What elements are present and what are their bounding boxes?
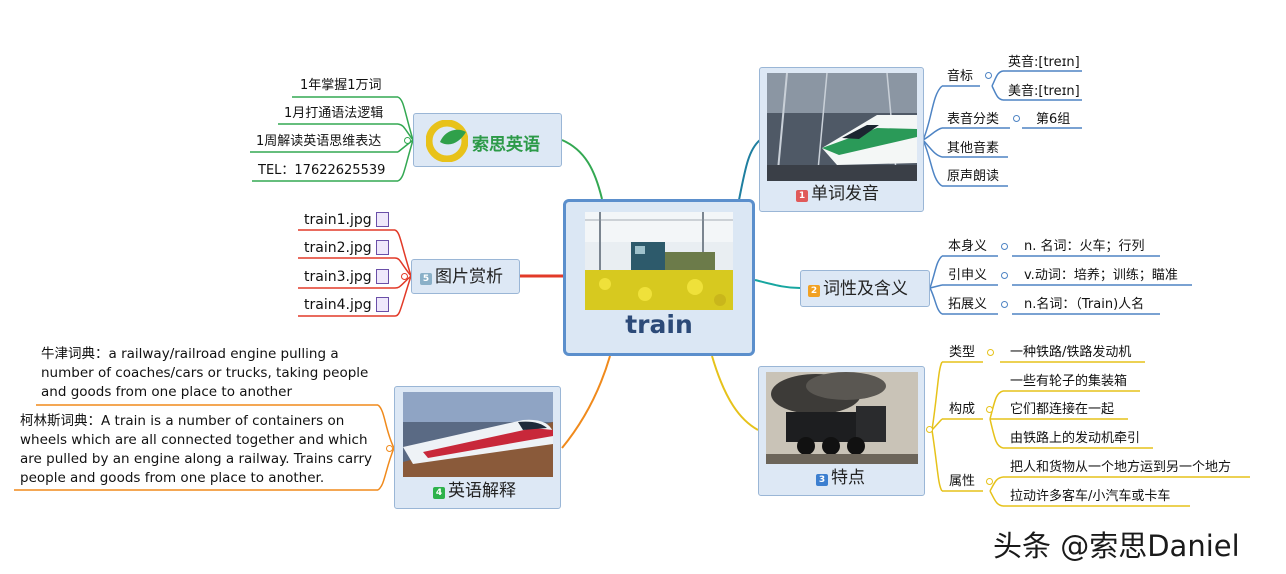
- original-audio[interactable]: 原声朗读: [947, 169, 1000, 184]
- extended-meaning-value[interactable]: v.动词：培养；训练；瞄准: [1024, 268, 1178, 283]
- type-value[interactable]: 一种铁路/铁路发动机: [1010, 345, 1132, 360]
- composition-label[interactable]: 构成: [949, 402, 976, 417]
- composition-item-1[interactable]: 一些有轮子的集装箱: [1010, 374, 1128, 389]
- other-phonemes[interactable]: 其他音素: [947, 141, 1000, 156]
- british-phonetic[interactable]: 英音:[treɪn]: [1008, 55, 1080, 70]
- brand-logo-text: 索思英语: [472, 135, 540, 155]
- brand-logo-icon: [426, 120, 468, 162]
- image-file-icon: [375, 212, 389, 227]
- badge-5: 5: [420, 273, 432, 285]
- collapse-knob[interactable]: [1001, 272, 1008, 279]
- property-label[interactable]: 属性: [949, 474, 976, 489]
- brand-slogan-2[interactable]: 1月打通语法逻辑: [284, 106, 384, 121]
- central-topic-title: train: [625, 310, 693, 339]
- badge-1: 1: [796, 190, 808, 202]
- central-topic[interactable]: train: [563, 199, 755, 356]
- expanded-meaning-label[interactable]: 拓展义: [948, 297, 988, 312]
- collins-definition[interactable]: 柯林斯词典：A train is a number of containers …: [20, 413, 373, 486]
- central-train-image: [585, 212, 733, 310]
- bullet-train-image: [767, 73, 917, 181]
- brand-phone[interactable]: TEL：17622625539: [258, 163, 386, 178]
- phonetic-symbol-label[interactable]: 音标: [947, 69, 974, 84]
- american-phonetic[interactable]: 美音:[treɪn]: [1008, 84, 1080, 99]
- brand-slogan-1[interactable]: 1年掌握1万词: [300, 78, 382, 93]
- collapse-knob[interactable]: [926, 426, 933, 433]
- collapse-knob[interactable]: [401, 273, 408, 280]
- brand-slogan-3[interactable]: 1周解读英语思维表达: [256, 134, 382, 149]
- badge-4: 4: [433, 487, 445, 499]
- oxford-definition[interactable]: 牛津词典：a railway/railroad engine pulling a…: [41, 346, 369, 400]
- property-item-2[interactable]: 拉动许多客车/小汽车或卡车: [1010, 489, 1171, 504]
- collapse-knob[interactable]: [986, 406, 993, 413]
- collapse-knob[interactable]: [404, 137, 411, 144]
- picture-file-4[interactable]: train4.jpg: [304, 297, 389, 313]
- image-file-icon: [375, 240, 389, 255]
- branch-line-meaning: [754, 279, 801, 289]
- picture-file-2[interactable]: train2.jpg: [304, 240, 389, 256]
- collapse-knob[interactable]: [987, 349, 994, 356]
- branch-line-features: [711, 355, 759, 431]
- branch-brand[interactable]: 索思英语: [413, 113, 562, 167]
- type-label[interactable]: 类型: [949, 345, 976, 360]
- collapse-knob[interactable]: [1013, 115, 1020, 122]
- collapse-knob[interactable]: [985, 72, 992, 79]
- phonetic-group[interactable]: 第6组: [1036, 112, 1071, 127]
- branch-line-english: [561, 355, 611, 449]
- picture-file-3[interactable]: train3.jpg: [304, 269, 389, 285]
- branch-line-pronunciation: [737, 139, 761, 206]
- picture-file-1[interactable]: train1.jpg: [304, 212, 389, 228]
- extended-meaning-label[interactable]: 引申义: [948, 268, 988, 283]
- image-file-icon: [375, 297, 389, 312]
- branch-line-brand: [561, 139, 603, 200]
- collapse-knob[interactable]: [1001, 301, 1008, 308]
- collapse-knob[interactable]: [1001, 243, 1008, 250]
- badge-2: 2: [808, 285, 820, 297]
- collapse-knob[interactable]: [386, 445, 393, 452]
- collapse-knob[interactable]: [986, 478, 993, 485]
- literal-meaning-value[interactable]: n. 名词：火车；行列: [1024, 239, 1145, 254]
- steam-locomotive-image: [766, 372, 918, 464]
- composition-item-2[interactable]: 它们都连接在一起: [1010, 402, 1115, 417]
- expanded-meaning-value[interactable]: n.名词：（Train)人名: [1024, 297, 1145, 312]
- phonetic-category-label[interactable]: 表音分类: [947, 112, 1000, 127]
- composition-item-3[interactable]: 由铁路上的发动机牵引: [1010, 431, 1141, 446]
- image-file-icon: [375, 269, 389, 284]
- badge-3: 3: [816, 474, 828, 486]
- high-speed-train-image: [403, 392, 553, 477]
- property-item-1[interactable]: 把人和货物从一个地方运到另一个地方: [1010, 460, 1232, 475]
- literal-meaning-label[interactable]: 本身义: [948, 239, 988, 254]
- watermark-text: 头条 @索思Daniel: [993, 529, 1240, 563]
